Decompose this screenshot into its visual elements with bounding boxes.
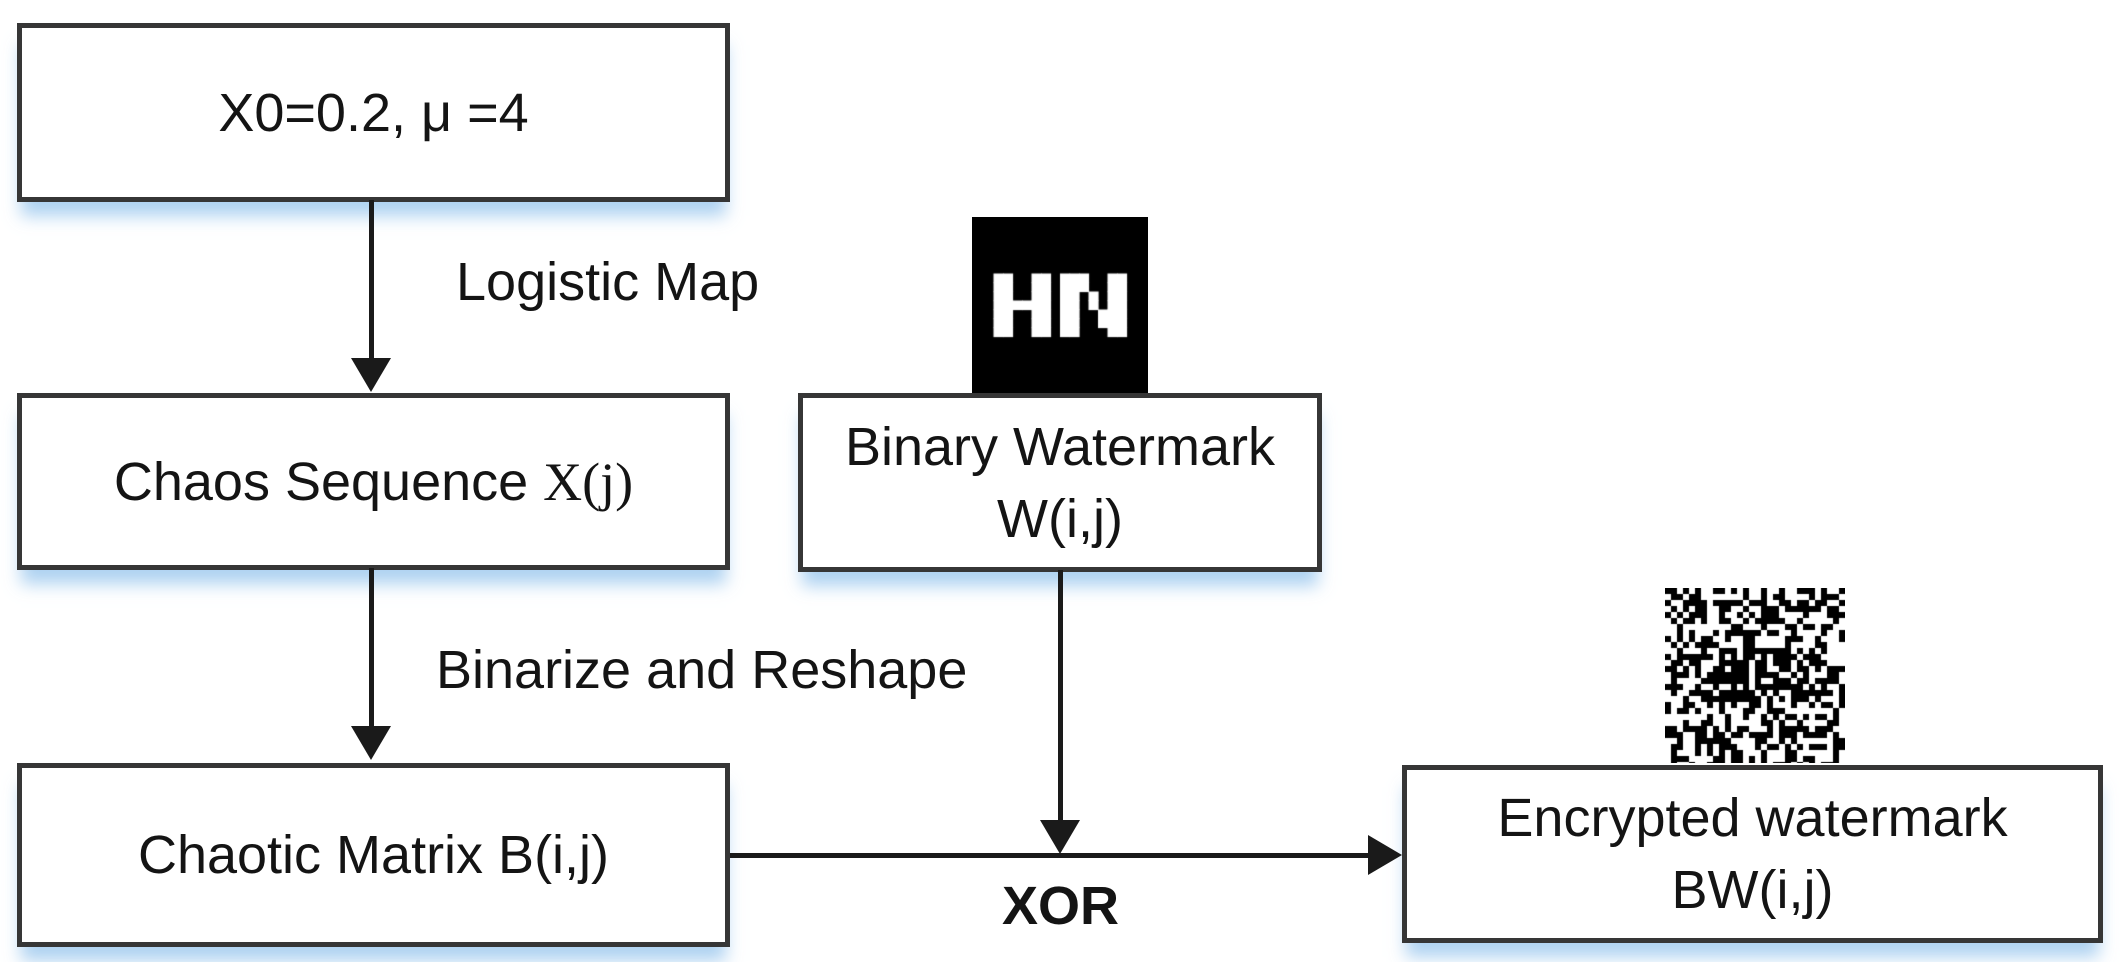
node-chaos-sequence: Chaos Sequence X(j) (17, 393, 730, 570)
watermark-to-xor-arrowhead-icon (1040, 820, 1080, 854)
edge-label-xor: XOR (1002, 876, 1120, 936)
binary-watermark-image (972, 217, 1148, 393)
edge-label-binarize-reshape: Binarize and Reshape (436, 640, 968, 700)
binary-watermark-label-line2: W(i,j) (997, 488, 1123, 549)
binarize-reshape-arrowhead-icon (351, 726, 391, 760)
xor-output-arrow-line (730, 853, 1370, 858)
binarize-reshape-arrow-line (369, 568, 374, 728)
initial-params-label: X0=0.2, μ =4 (218, 82, 529, 143)
watermark-to-xor-arrow-line (1058, 570, 1063, 822)
encrypted-watermark-label-line2: BW(i,j) (1671, 860, 1834, 920)
chaos-sequence-label-text: Chaos Sequence (113, 451, 544, 512)
chaos-sequence-label-math: X(j) (543, 451, 634, 512)
edge-label-logistic-map: Logistic Map (456, 252, 760, 312)
node-encrypted-watermark: Encrypted watermark BW(i,j) (1402, 765, 2103, 943)
logistic-map-arrowhead-icon (351, 358, 391, 392)
node-binary-watermark: Binary Watermark W(i,j) (798, 393, 1322, 572)
binary-watermark-label-line1: Binary Watermark (844, 416, 1276, 477)
chaos-sequence-label: Chaos Sequence X(j) (114, 446, 633, 518)
encrypted-watermark-label-line1: Encrypted watermark (1497, 788, 2008, 848)
encrypted-watermark-image (1665, 588, 1845, 763)
chaotic-matrix-label: Chaotic Matrix B(i,j) (137, 825, 610, 885)
xor-output-arrowhead-icon (1368, 835, 1402, 875)
node-initial-params: X0=0.2, μ =4 (17, 23, 730, 202)
node-chaotic-matrix: Chaotic Matrix B(i,j) (17, 763, 730, 947)
logistic-map-arrow-line (369, 200, 374, 360)
